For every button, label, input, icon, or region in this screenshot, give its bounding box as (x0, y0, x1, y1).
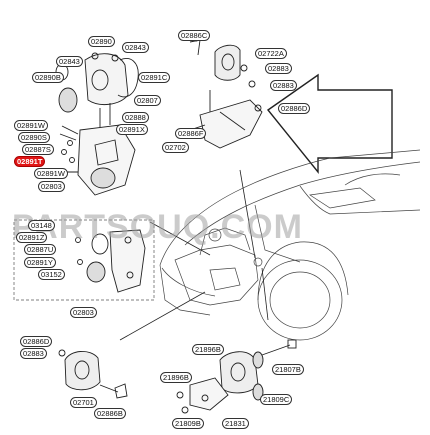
part-label[interactable]: 02803 (38, 181, 65, 192)
part-label[interactable]: 02843 (122, 42, 149, 53)
part-label[interactable]: 02701 (70, 397, 97, 408)
part-label[interactable]: 02883 (265, 63, 292, 74)
top-right-mount (189, 34, 263, 149)
part-label[interactable]: 02843 (56, 56, 83, 67)
part-label[interactable]: 21896B (160, 372, 192, 383)
part-label[interactable]: 02891C (138, 72, 171, 83)
top-left-mount (55, 52, 139, 196)
part-label-highlighted[interactable]: 02891T (14, 156, 46, 167)
part-label[interactable]: 03152 (38, 269, 65, 280)
part-label[interactable]: 02891W (14, 120, 48, 131)
bottom-left-mount (58, 349, 128, 399)
part-label[interactable]: 02890S (18, 132, 50, 143)
part-label[interactable]: 03148 (28, 220, 55, 231)
watermark: PARTSOUQ.COM (12, 208, 303, 246)
part-label[interactable]: 02890 (88, 36, 115, 47)
part-label[interactable]: 02886D (278, 103, 311, 114)
part-label[interactable]: 02807 (134, 95, 161, 106)
part-label[interactable]: 02886B (94, 408, 126, 419)
pointer-lines (119, 169, 269, 341)
part-label[interactable]: 21809C (260, 394, 293, 405)
arrow-icon (266, 73, 393, 174)
part-label[interactable]: 21807B (272, 364, 304, 375)
part-label[interactable]: 21896B (192, 344, 224, 355)
part-label[interactable]: 21831 (222, 418, 249, 429)
part-label[interactable]: 02883 (20, 348, 47, 359)
part-label[interactable]: 02891Z (16, 232, 48, 243)
part-label[interactable]: 02891Y (24, 257, 56, 268)
group-box-left (13, 219, 155, 301)
part-label[interactable]: 02891W (34, 168, 68, 179)
part-label[interactable]: 02883 (270, 80, 297, 91)
part-label[interactable]: 02886D (20, 336, 53, 347)
part-label[interactable]: 02886F (175, 128, 207, 139)
part-label[interactable]: 02887U (24, 244, 57, 255)
part-label[interactable]: 02888 (122, 112, 149, 123)
part-label[interactable]: 02722A (255, 48, 287, 59)
part-label[interactable]: 02803 (70, 307, 97, 318)
part-label[interactable]: 02890B (32, 72, 64, 83)
part-label[interactable]: 21809B (172, 418, 204, 429)
part-label[interactable]: 02887S (22, 144, 54, 155)
middle-left-bracket (75, 229, 146, 293)
bottom-right-mount (176, 339, 297, 414)
part-label[interactable]: 02702 (162, 142, 189, 153)
part-label[interactable]: 02891X (116, 124, 148, 135)
car-body-outline (159, 149, 421, 341)
part-label[interactable]: 02886C (178, 30, 211, 41)
